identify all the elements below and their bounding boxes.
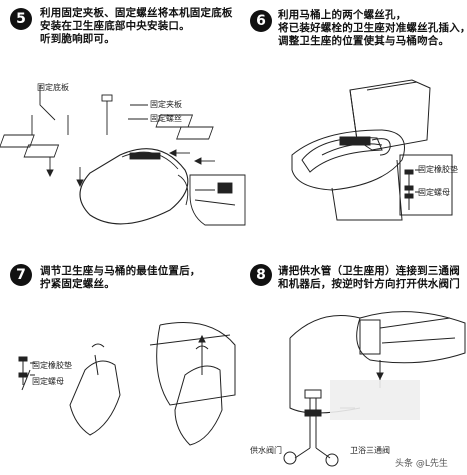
blur-patch <box>330 380 420 420</box>
label-base-plate: 固定底板 <box>37 83 69 92</box>
step-7-line-2: 拧紧固定螺丝。 <box>40 278 115 290</box>
step-6-badge: 6 <box>250 10 272 32</box>
step-5-line-3: 听到脆响即可。 <box>40 33 115 45</box>
label-nut-6: 固定螺母 <box>418 188 450 197</box>
label-clip-plate: 固定夹板 <box>150 100 182 109</box>
label-nut-7: 固定螺母 <box>32 377 64 386</box>
label-rubber-gasket-7: 固定橡胶垫 <box>32 361 72 370</box>
label-tee-valve: 卫浴三通阀 <box>350 446 390 455</box>
label-rubber-gasket-6: 固定橡胶垫 <box>418 165 458 174</box>
step-8-badge: 8 <box>250 264 272 286</box>
step-5-illustration <box>0 85 246 226</box>
label-fix-screw: 固定螺丝 <box>150 114 182 123</box>
step-7-badge: 7 <box>10 264 32 286</box>
watermark: 头条 @L先生 <box>395 459 448 469</box>
step-6-line-1: 利用马桶上的两个螺丝孔， <box>278 9 407 21</box>
step-6-line-3: 调整卫生座的位置使其与马桶吻合。 <box>278 35 450 47</box>
label-supply-valve: 供水阀门 <box>250 446 282 455</box>
step-8-line-2: 和机器后，按逆时针方向打开供水阀门 <box>278 278 460 290</box>
step-5-line-1: 利用固定夹板、固定螺丝将本机固定底板 <box>40 7 233 19</box>
step-8-line-1: 请把供水管（卫生座用）连接到三通阀 <box>278 265 460 277</box>
step-7-illustration <box>18 322 236 446</box>
step-7-line-1: 调节卫生座与马桶的最佳位置后， <box>40 265 201 277</box>
step-8-illustration <box>283 311 466 467</box>
step-6-illustration <box>291 79 453 221</box>
step-6-line-2: 将已装好螺栓的卫生座对准螺丝孔插入， <box>278 22 467 34</box>
step-5-badge: 5 <box>10 8 32 30</box>
step-5-line-2: 安装在卫生座底部中央安装口。 <box>40 20 190 32</box>
